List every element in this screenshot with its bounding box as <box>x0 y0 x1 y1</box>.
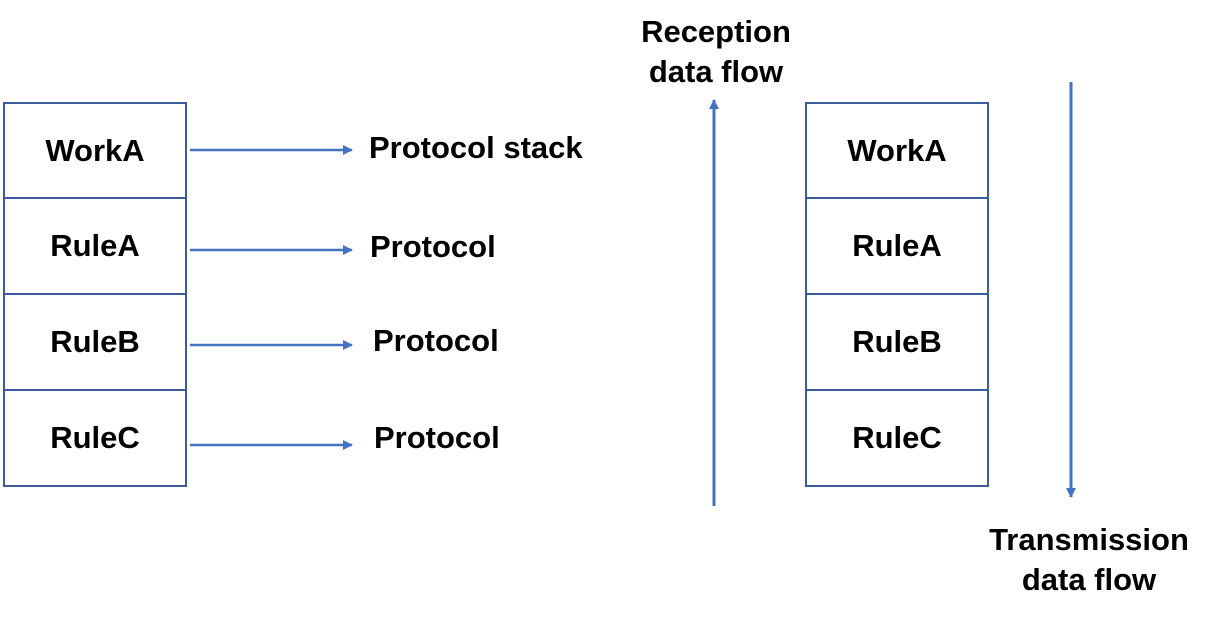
left-layer-rulea: RuleA <box>3 199 187 295</box>
right-layer-ruleb: RuleB <box>805 295 989 391</box>
left-layer-rulec: RuleC <box>3 391 187 487</box>
reception-label-line1: Reception <box>641 14 791 49</box>
transmission-label-line1: Transmission <box>989 522 1189 557</box>
mapping-label-protocol-a: Protocol <box>370 229 496 264</box>
transmission-label-line2: data flow <box>1021 562 1157 597</box>
mapping-label-protocol-b: Protocol <box>373 323 499 358</box>
transmission-label: Transmission data flow <box>964 520 1214 600</box>
mapping-label-protocol-c: Protocol <box>374 420 500 455</box>
reception-label-line2: data flow <box>648 54 784 89</box>
left-layer-worka: WorkA <box>3 102 187 199</box>
reception-label: Reception data flow <box>616 12 816 92</box>
left-layer-ruleb: RuleB <box>3 295 187 391</box>
right-layer-worka: WorkA <box>805 102 989 199</box>
right-layer-rulea: RuleA <box>805 199 989 295</box>
left-protocol-stack: WorkA RuleA RuleB RuleC <box>3 102 187 487</box>
right-protocol-stack: WorkA RuleA RuleB RuleC <box>805 102 989 487</box>
mapping-label-protocol-stack: Protocol stack <box>369 130 583 165</box>
right-layer-rulec: RuleC <box>805 391 989 487</box>
